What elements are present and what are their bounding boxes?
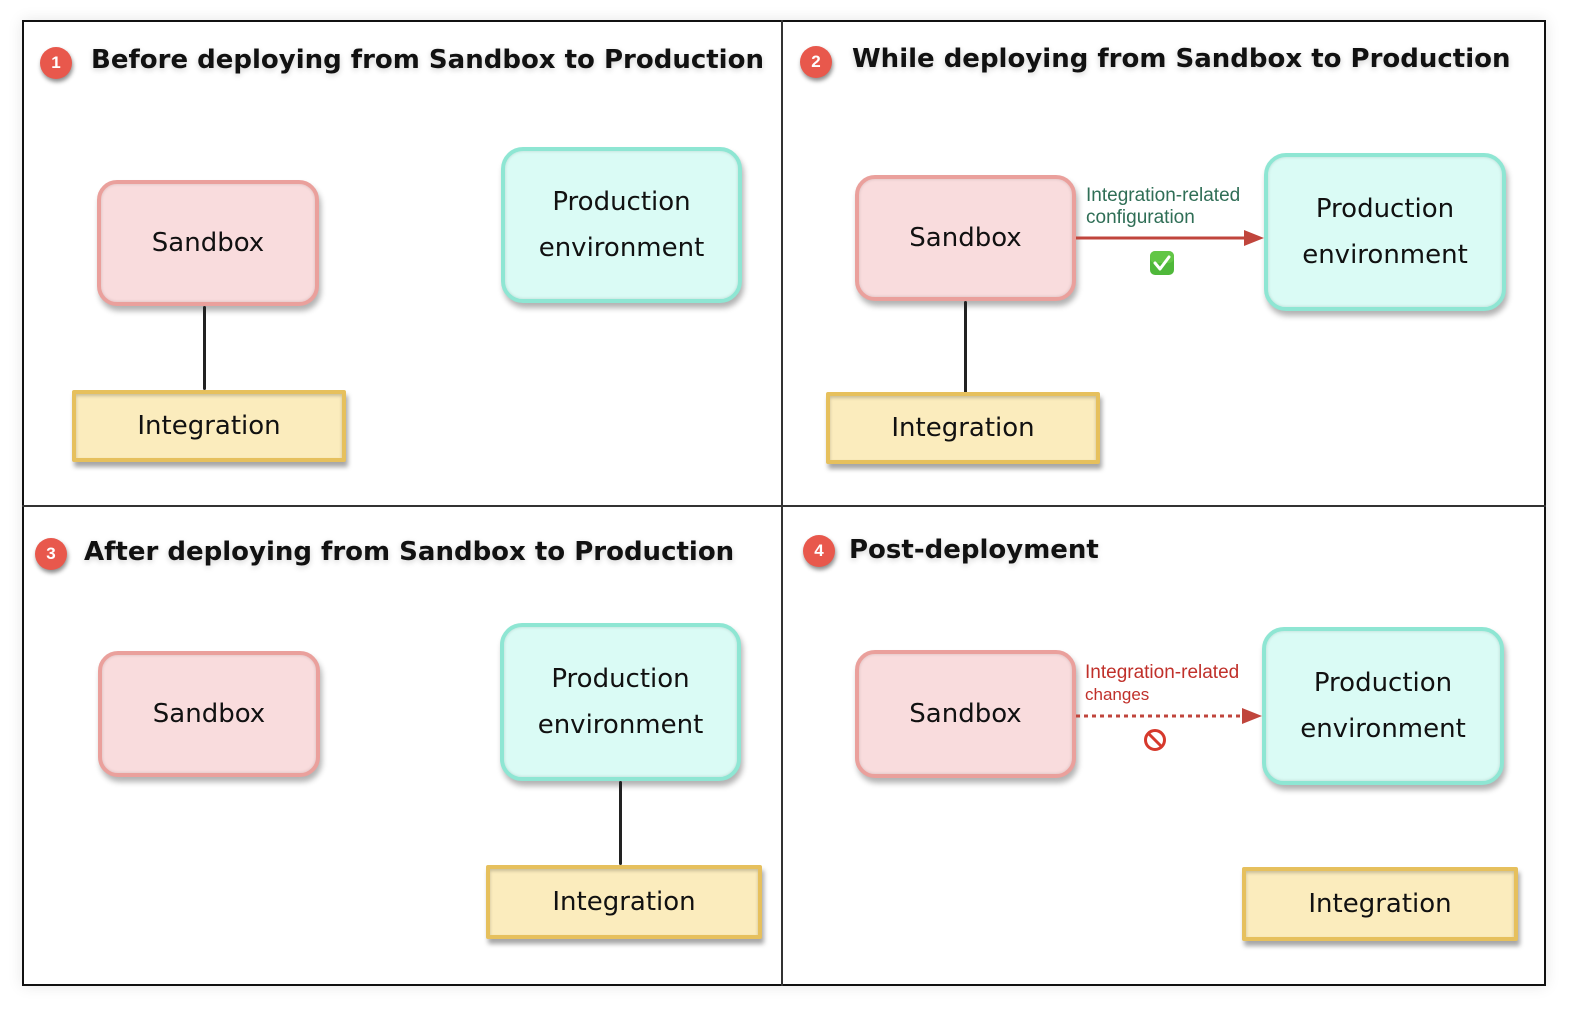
panel-title: Before deploying from Sandbox to Product… xyxy=(91,45,764,75)
integration-label: Integration xyxy=(891,413,1035,443)
arrow-label: Integration-related configuration xyxy=(1086,185,1240,229)
deploy-arrow xyxy=(1076,230,1264,246)
sandbox-integration-connector xyxy=(203,306,206,390)
step-badge: 3 xyxy=(35,538,67,570)
sandbox-label: Sandbox xyxy=(151,228,265,258)
arrow-head xyxy=(1244,230,1264,246)
production-label-line1: Production xyxy=(552,187,691,217)
blocked-arrow xyxy=(1076,708,1262,724)
sandbox-label: Sandbox xyxy=(152,699,266,729)
production-label-line1: Production xyxy=(1315,194,1455,224)
check-mark-icon xyxy=(1150,251,1174,275)
integration-node: Integration xyxy=(1242,867,1518,941)
production-label-line1: Production xyxy=(551,664,690,694)
arrow-label-line2: configuration xyxy=(1086,207,1195,228)
sandbox-node: Sandbox xyxy=(97,180,319,306)
integration-label: Integration xyxy=(137,411,281,441)
arrow-label-line1: Integration-related xyxy=(1086,185,1241,206)
integration-node: Integration xyxy=(72,390,346,462)
arrow-head xyxy=(1242,708,1262,724)
sandbox-node: Sandbox xyxy=(855,175,1076,301)
panel-title: After deploying from Sandbox to Producti… xyxy=(84,537,735,567)
vertical-divider xyxy=(781,20,783,986)
sandbox-label: Sandbox xyxy=(909,223,1022,253)
production-node: Production environment xyxy=(501,147,742,303)
step-badge: 1 xyxy=(40,47,72,79)
production-label-line2: environment xyxy=(537,710,704,740)
production-node: Production environment xyxy=(1262,627,1504,785)
sandbox-node: Sandbox xyxy=(98,651,320,777)
step-badge: 4 xyxy=(803,535,835,567)
sandbox-label: Sandbox xyxy=(909,699,1022,729)
production-node: Production environment xyxy=(500,623,741,781)
arrow-label-line1: Integration-related xyxy=(1085,662,1240,683)
panel-title: Post-deployment xyxy=(849,535,1099,565)
arrow-label: Integration-related changes xyxy=(1085,662,1239,706)
integration-node: Integration xyxy=(826,392,1100,464)
prohibited-icon xyxy=(1144,729,1166,751)
production-label-line2: environment xyxy=(1302,240,1468,270)
integration-label: Integration xyxy=(1308,889,1452,919)
production-integration-connector xyxy=(619,781,622,865)
panel-title: While deploying from Sandbox to Producti… xyxy=(852,44,1511,74)
sandbox-node: Sandbox xyxy=(855,650,1076,778)
production-label-line1: Production xyxy=(1313,668,1453,698)
sandbox-integration-connector xyxy=(964,301,967,393)
arrow-label-line2: changes xyxy=(1085,685,1150,704)
production-label-line2: environment xyxy=(538,233,705,263)
production-label-line2: environment xyxy=(1300,714,1466,744)
horizontal-divider xyxy=(22,505,1546,507)
step-badge: 2 xyxy=(800,46,832,78)
integration-node: Integration xyxy=(486,865,762,939)
production-node: Production environment xyxy=(1264,153,1506,311)
integration-label: Integration xyxy=(552,887,696,917)
